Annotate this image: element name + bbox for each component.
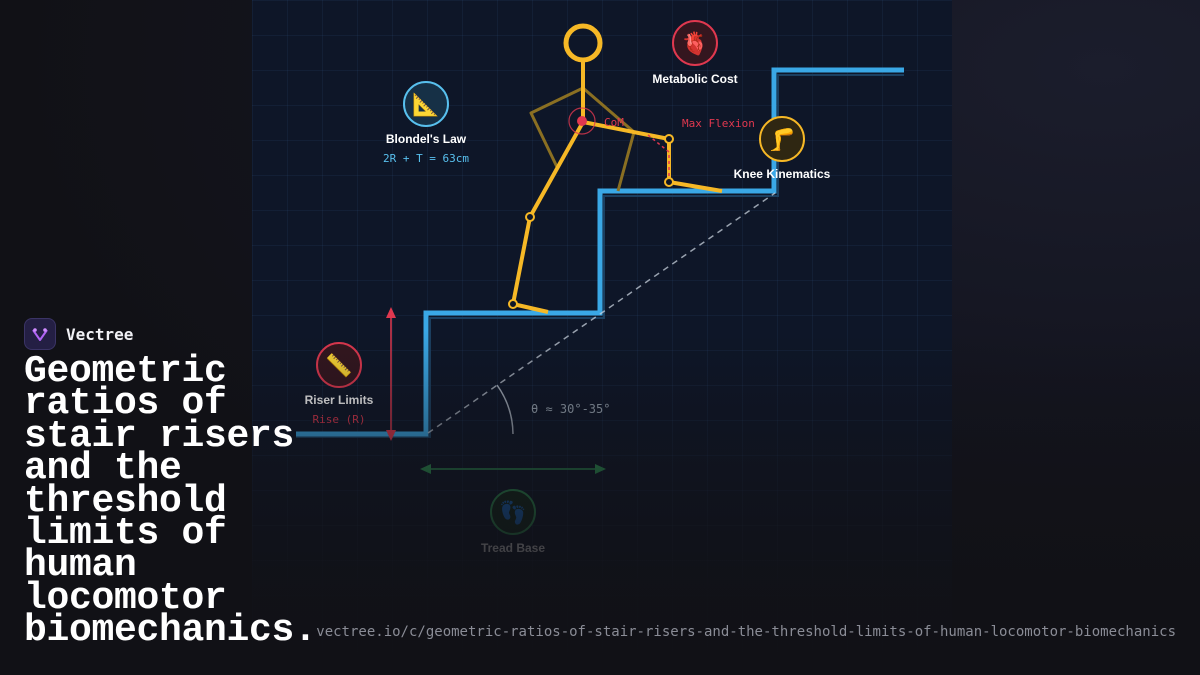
node-metabolic-cost[interactable]: 🫀 Metabolic Cost xyxy=(652,20,738,86)
knee-joint xyxy=(664,134,674,144)
heart-icon: 🫀 xyxy=(681,31,708,57)
page-title: Geometric ratios of stair risers and the… xyxy=(24,350,317,653)
triangle-ruler-icon: 📐 xyxy=(412,92,439,118)
com-label: CoM xyxy=(604,116,624,129)
page-url[interactable]: vectree.io/c/geometric-ratios-of-stair-r… xyxy=(316,624,1176,640)
tread-arrow xyxy=(420,464,606,474)
brand-name: Vectree xyxy=(66,324,134,344)
max-flexion-label: Max Flexion xyxy=(682,117,755,130)
lead-leg xyxy=(582,120,723,193)
node-title: Metabolic Cost xyxy=(652,72,737,86)
figure-head xyxy=(563,23,603,63)
node-detail: 2R + T = 63cm xyxy=(383,152,469,165)
node-title: Knee Kinematics xyxy=(734,167,831,181)
stick-figure xyxy=(508,23,723,314)
ruler-icon: 📏 xyxy=(325,353,352,379)
leg-icon: 🦵 xyxy=(768,127,795,153)
vectree-logo-icon xyxy=(24,318,56,350)
rise-arrow xyxy=(386,307,396,441)
brand[interactable]: Vectree xyxy=(24,317,133,351)
node-knee-kinematics[interactable]: 🦵 Knee Kinematics xyxy=(734,116,831,181)
rear-leg-lower xyxy=(582,86,636,192)
footprints-icon: 👣 xyxy=(499,499,526,526)
angle-label: θ ≈ 30°-35° xyxy=(531,402,610,416)
support-leg xyxy=(511,121,585,314)
node-tread-base[interactable]: 👣 Tread Base xyxy=(481,489,545,555)
rear-leg xyxy=(529,86,584,168)
flexion-indicator xyxy=(647,134,670,176)
lead-ankle-joint xyxy=(664,177,674,187)
com-ring xyxy=(568,107,596,135)
node-title: Blondel's Law xyxy=(386,132,467,146)
hip-joint xyxy=(525,212,535,222)
node-title: Tread Base xyxy=(481,541,545,555)
com-dot xyxy=(577,116,587,126)
node-blondels-law[interactable]: 📐 Blondel's Law 2R + T = 63cm xyxy=(383,81,469,165)
ankle-joint xyxy=(508,299,518,309)
angle-arc xyxy=(496,384,514,435)
